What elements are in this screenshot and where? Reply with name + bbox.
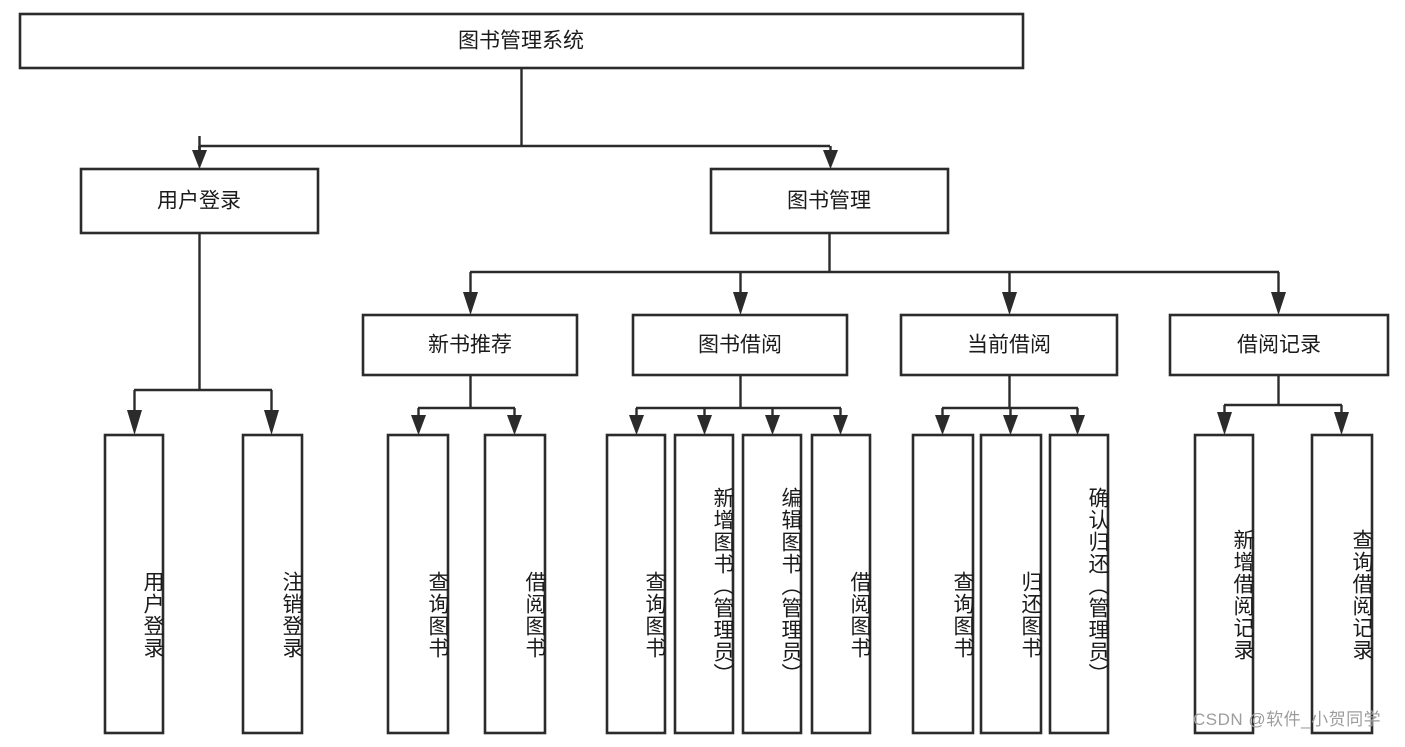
node-book-borrow-label: 图书借阅 <box>698 334 782 357</box>
arrow-to-leaf-query-books-borrow <box>629 415 644 435</box>
connector-group-book-management-to-level3 <box>463 233 1286 315</box>
connector-group-book-borrow-to-leaves <box>629 375 848 435</box>
leaf-borrow-books-rec-rect[interactable] <box>483 433 547 735</box>
leaf-query-books-rec-rect[interactable] <box>386 433 450 735</box>
arrow-to-leaf-query-borrow-record <box>1334 412 1349 435</box>
csdn-watermark: CSDN @软件_小贺同学 <box>1193 710 1382 729</box>
arrow-to-leaf-query-books-rec <box>411 415 426 435</box>
arrow-to-book-borrow <box>733 292 748 315</box>
arrow-to-new-book-recommend <box>463 292 478 315</box>
connector-group-user-login-to-leaves <box>127 233 279 435</box>
node-new-book-recommend-rect[interactable] <box>361 313 579 377</box>
leaf-borrow-book-rect[interactable] <box>810 433 872 735</box>
arrow-to-leaf-user-login <box>127 410 142 435</box>
node-root-rect[interactable] <box>18 12 1025 70</box>
arrow-to-leaf-add-book-admin <box>697 415 712 435</box>
arrow-to-leaf-confirm-return-admin <box>1070 415 1085 435</box>
connector-group-borrow-records-to-leaves <box>1217 375 1349 435</box>
leaf-add-borrow-record-rect[interactable] <box>1193 433 1255 735</box>
node-book-borrow-rect[interactable] <box>631 313 849 377</box>
arrow-to-leaf-return-book <box>1003 415 1018 435</box>
node-book-management[interactable]: 图书管理 <box>709 167 950 235</box>
node-user-login-label: 用户登录 <box>157 190 241 213</box>
arrow-to-leaf-borrow-books-rec <box>507 415 522 435</box>
node-borrow-records-rect[interactable] <box>1168 313 1390 377</box>
node-borrow-records-label: 借阅记录 <box>1237 334 1321 357</box>
arrow-to-leaf-edit-book-admin <box>765 415 780 435</box>
arrow-to-user-login <box>192 150 207 169</box>
arrow-to-current-borrow <box>1002 292 1017 315</box>
leaf-add-book-admin-rect[interactable] <box>673 433 735 735</box>
leaf-query-books-borrow-rect[interactable] <box>605 433 667 735</box>
leaf-edit-book-admin-rect[interactable] <box>741 433 803 735</box>
connector-group-root-to-level2 <box>192 68 838 169</box>
leaf-confirm-return-admin-rect[interactable] <box>1048 433 1110 735</box>
node-book-borrow[interactable]: 图书借阅 <box>631 313 849 377</box>
arrow-to-borrow-records <box>1271 292 1286 315</box>
connector-group-current-borrow-to-leaves <box>935 375 1085 435</box>
node-root[interactable]: 图书管理系统 <box>18 12 1025 70</box>
node-book-management-rect[interactable] <box>709 167 950 235</box>
connector-group-new-book-recommend-to-leaves <box>411 375 522 435</box>
leaf-user-login-rect[interactable] <box>103 433 165 735</box>
node-new-book-recommend[interactable]: 新书推荐 <box>361 313 579 377</box>
leaf-rects-group <box>103 433 1374 735</box>
leaf-query-books-current-rect[interactable] <box>911 433 975 735</box>
arrow-to-leaf-add-borrow-record <box>1217 412 1232 435</box>
node-new-book-recommend-label: 新书推荐 <box>428 334 512 357</box>
node-book-management-label: 图书管理 <box>787 190 871 213</box>
node-root-label: 图书管理系统 <box>458 30 584 53</box>
node-user-login-rect[interactable] <box>79 167 320 235</box>
node-borrow-records[interactable]: 借阅记录 <box>1168 313 1390 377</box>
node-current-borrow-rect[interactable] <box>899 313 1119 377</box>
leaf-return-book-rect[interactable] <box>979 433 1043 735</box>
arrow-to-leaf-query-books-current <box>935 415 950 435</box>
arrow-to-book-management <box>823 150 838 169</box>
leaf-query-borrow-record-rect[interactable] <box>1310 433 1374 735</box>
leaf-user-logout-rect[interactable] <box>241 433 304 735</box>
node-user-login[interactable]: 用户登录 <box>79 167 320 235</box>
arrow-to-leaf-borrow-book <box>833 415 848 435</box>
arrow-to-leaf-user-logout <box>264 410 279 435</box>
node-current-borrow-label: 当前借阅 <box>967 334 1051 357</box>
node-current-borrow[interactable]: 当前借阅 <box>899 313 1119 377</box>
